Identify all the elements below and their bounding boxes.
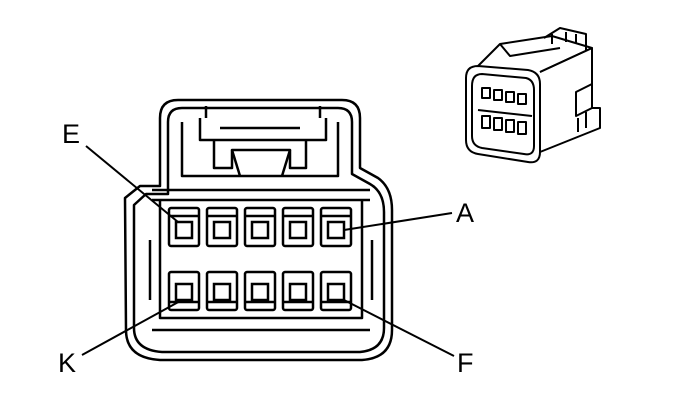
connector-isometric-view: [465, 27, 601, 164]
cavity-d: [205, 206, 239, 248]
cavity-e: [167, 206, 201, 248]
connector-body: [123, 98, 394, 362]
leader-line-k: [81, 299, 183, 356]
leader-lines: [81, 145, 455, 357]
cavity-f: [319, 270, 353, 312]
cavity-h: [243, 270, 277, 312]
leader-line-f: [343, 299, 455, 357]
leader-line-e: [85, 145, 179, 223]
pin-label-f: F: [457, 348, 474, 378]
pin-label-e: E: [62, 119, 80, 149]
leader-line-a: [343, 212, 453, 231]
cavity-c: [243, 206, 277, 248]
cavity-k: [167, 270, 201, 312]
cavity-a: [319, 206, 353, 248]
cavity-b: [281, 206, 315, 248]
pin-label-k: K: [58, 348, 76, 378]
cavity-row-top: [167, 206, 353, 248]
pin-label-a: A: [456, 198, 474, 228]
cavity-row-bottom: [167, 270, 353, 312]
cavity-j: [205, 270, 239, 312]
cavity-g: [281, 270, 315, 312]
